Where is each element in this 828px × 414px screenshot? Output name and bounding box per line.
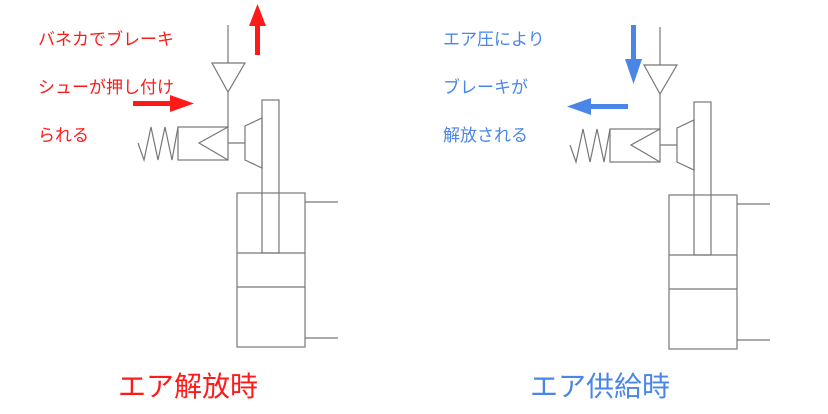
note-line: られる xyxy=(38,126,89,146)
note-line: 解放される xyxy=(443,126,528,146)
left-arrows xyxy=(133,4,266,112)
note-line: シューが押し付け xyxy=(38,78,174,98)
arrow-up-icon xyxy=(249,4,266,55)
right-arrows xyxy=(567,25,642,115)
right-brake-mechanism xyxy=(569,26,771,350)
right-note: エア圧により ブレーキが 解放される xyxy=(443,4,545,172)
left-brake-mechanism xyxy=(137,24,339,348)
note-line: バネカでブレーキ xyxy=(38,30,174,50)
left-note: バネカでブレーキ シューが押し付け られる xyxy=(38,4,174,172)
right-caption: エア供給時 xyxy=(530,370,671,403)
left-caption: エア解放時 xyxy=(118,370,259,403)
note-line: ブレーキが xyxy=(443,78,528,98)
arrow-down-icon xyxy=(625,25,642,84)
arrow-right-icon xyxy=(133,95,194,112)
note-line: エア圧により xyxy=(443,30,545,50)
arrow-left-icon xyxy=(567,98,628,115)
